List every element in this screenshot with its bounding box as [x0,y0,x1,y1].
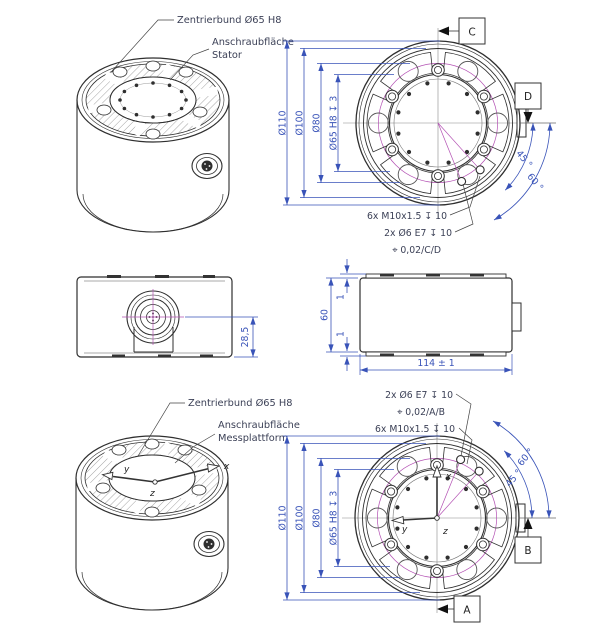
note-position-tolerance-stator: ⌖ 0,02/C/D [392,245,441,256]
callout-anschraubflaeche: Anschraubfläche [212,37,294,48]
flange-bolt-holes [95,438,207,518]
bolt-circle-screws [118,81,188,119]
angle-arc-60 [493,122,553,221]
leader-dowel-stator [454,183,474,233]
connector-iso-stator [191,152,223,180]
datum-label-c: C [468,27,475,39]
datum-label-a: A [463,605,471,617]
callout-stator: Stator [212,50,243,61]
dim-dia65-stator: Ø65 H8 ↧ 3 [329,96,340,151]
dim-dia110-stator: Ø110 [278,110,289,135]
leader-anschraubflaeche [169,48,210,81]
front-view-platform-annotations: A B Ø110 Ø100 Ø80 Ø65 H8 ↧ 3 45 ° 60 ° [278,390,556,623]
dim-dia65-platform: Ø65 H8 ↧ 3 [329,491,340,546]
diameter-dim-lines [284,436,341,600]
dim-label-60: 60 [320,309,331,321]
callout-anschraubflaeche: Anschraubfläche [218,420,300,431]
datum-triangle-c [438,26,449,36]
angle-label-45-stator: 45 ° [513,148,534,170]
connector-boss [133,327,174,353]
edge-marks [107,275,215,358]
extension-lines [283,435,440,601]
datum-triangle-b [523,518,533,529]
angle-label-45-platform: 45 ° [504,467,525,489]
datum-triangle-a [437,604,448,614]
dim-label-1-top: 1 [336,294,347,300]
datum-box-c [458,17,486,45]
iso-view-platform: x y z Zentrierbund Ø65 H8 Anschraubfläch… [75,397,300,611]
front-axis-label-y: y [401,525,408,535]
y-axis-arrowhead [390,515,405,525]
front-axis-label-x: x [445,472,452,482]
leader-zentrierbund [137,402,185,457]
dim-dia100-platform: Ø100 [295,505,306,530]
angle-label-60-platform: 60 ° [516,446,537,468]
angle-arc-60 [492,420,552,519]
front-view-platform [342,423,532,613]
note-position-tolerance-platform: ⌖ 0,02/A/B [397,407,445,418]
dim-dia100-stator: Ø100 [295,110,306,135]
dim-28-5: 28,5 [185,316,258,358]
note-m10-stator: 6x M10x1.5 ↧ 10 [367,211,447,222]
datum-label-b: B [524,545,531,557]
segment-gaps [87,63,219,137]
leader-m10-stator [449,175,481,216]
leader-dowel-platform [455,393,472,457]
datum-label-d: D [524,91,532,103]
front-coordinate-axes: x y z [390,464,452,537]
iso-axis-label-x: x [223,462,230,472]
side-view-dimensions: 60 1 1 114 ± 1 [320,259,522,375]
iso-coordinate-axes: x y z [101,462,230,499]
datum-box-a [453,595,481,623]
front-view-stator-annotations: C D Ø110 Ø100 Ø80 Ø65 H8 ↧ 3 45 ° 60 ° [278,17,556,256]
note-dowel-platform: 2x Ø6 E7 ↧ 10 [385,390,453,401]
leader-anschraubflaeche [174,433,216,464]
datum-box-d [514,82,542,110]
z-axis-origin [152,479,158,485]
iso-axis-label-z: z [149,489,155,499]
flange-bolt-holes [96,60,208,140]
iso-view-stator: Zentrierbund Ø65 H8 Anschraubfläche Stat… [76,14,294,233]
x-axis-arrowhead [432,464,442,478]
dim-label-1-bottom: 1 [336,331,347,337]
front-view-stator [343,28,533,218]
leader-m10-platform [458,427,473,465]
datum-triangle-d [523,112,533,123]
dim-label-114: 114 ± 1 [417,358,454,369]
diameter-dim-lines [284,41,341,205]
front-axis-label-z: z [442,527,448,537]
dim-label-28-5: 28,5 [240,327,251,348]
note-m10-platform: 6x M10x1.5 ↧ 10 [375,424,455,435]
z-axis-origin [434,515,440,521]
extension-lines [283,40,440,206]
datum-box-b [514,536,542,564]
connector-iso-platform [193,530,225,558]
leader-zentrierbund [111,19,174,72]
callout-zentrierbund-platform: Zentrierbund Ø65 H8 [188,397,292,409]
callout-zentrierbund-stator: Zentrierbund Ø65 H8 [177,14,281,26]
iso-axis-label-y: y [123,465,130,475]
dim-dia80-stator: Ø80 [312,113,323,132]
connector-stub [511,302,522,332]
side-view-connector: 28,5 [76,275,258,358]
x-axis-arrowhead [206,463,221,473]
dim-dia110-platform: Ø110 [278,505,289,530]
edge-marks [380,273,484,357]
dim-dia80-platform: Ø80 [312,508,323,527]
note-dowel-stator: 2x Ø6 E7 ↧ 10 [384,228,452,239]
y-axis-arrowhead [101,471,114,481]
callout-messplattform: Messplattform [218,433,288,444]
